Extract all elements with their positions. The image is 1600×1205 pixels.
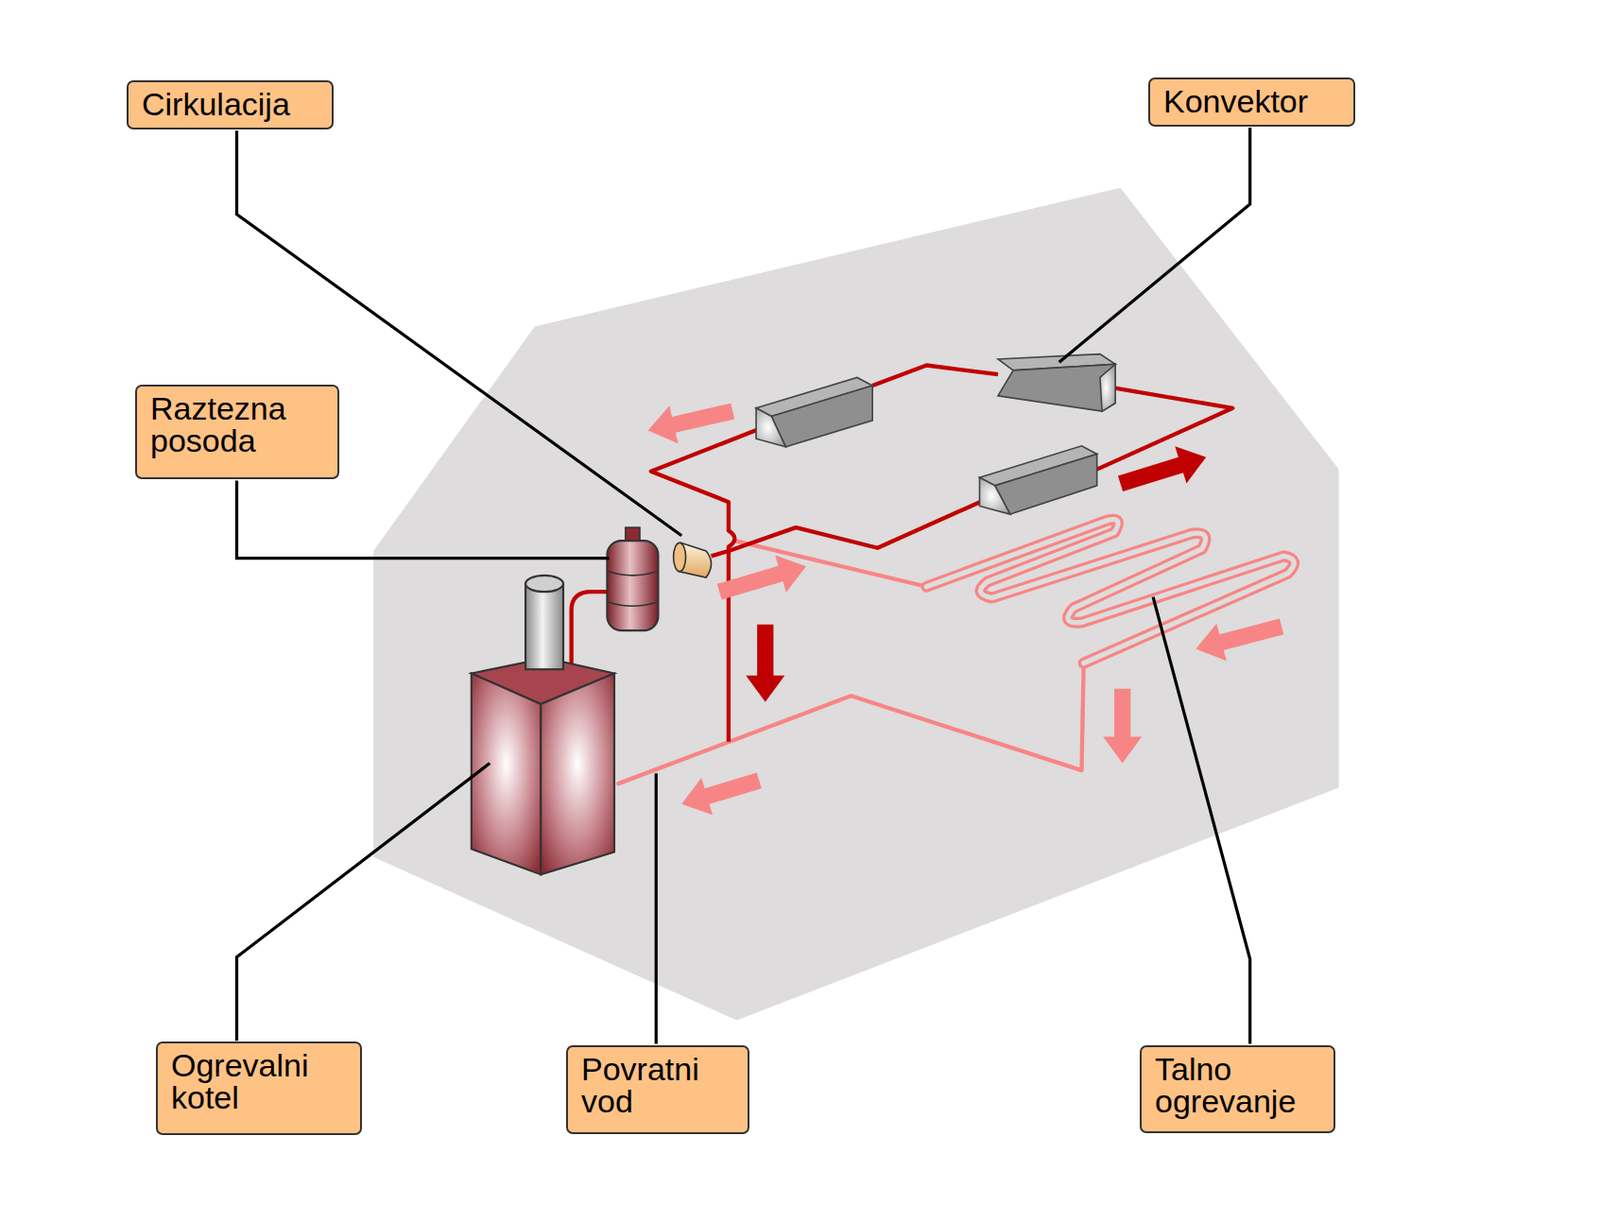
callout-label: Raztezna posoda <box>150 392 325 457</box>
convectors <box>756 354 1116 515</box>
boiler <box>471 575 615 875</box>
flow-arrow <box>717 554 807 600</box>
callout-label: Talno ogrevanje <box>1154 1052 1321 1118</box>
flow-arrow <box>1102 688 1142 764</box>
callout-box: Ogrevalni kotel <box>155 1041 362 1136</box>
callout-label: Povratni vod <box>581 1052 735 1118</box>
callout-label: Konvektor <box>1163 85 1341 118</box>
floor-heating-coil <box>926 519 1294 664</box>
circulation-pump <box>673 542 712 578</box>
flow-arrow <box>1118 446 1206 492</box>
callout-box: Raztezna posoda <box>135 384 340 480</box>
house-ground <box>373 188 1339 1021</box>
flow-arrow <box>1195 619 1284 662</box>
flow-arrows <box>648 403 1285 816</box>
callout-label: Ogrevalni kotel <box>171 1049 347 1114</box>
flow-arrow <box>745 624 785 703</box>
leader-lines <box>236 127 1250 1044</box>
callout-box: Cirkulacija <box>126 80 334 130</box>
supply-pipes <box>571 364 1234 741</box>
callout-box: Talno ogrevanje <box>1139 1045 1336 1134</box>
callout-box: Konvektor <box>1148 77 1356 127</box>
flow-arrow <box>648 403 736 445</box>
callout-box: Povratni vod <box>566 1045 750 1135</box>
expansion-vessel <box>606 527 658 631</box>
callout-label: Cirkulacija <box>141 87 319 121</box>
flow-arrow <box>681 773 762 816</box>
